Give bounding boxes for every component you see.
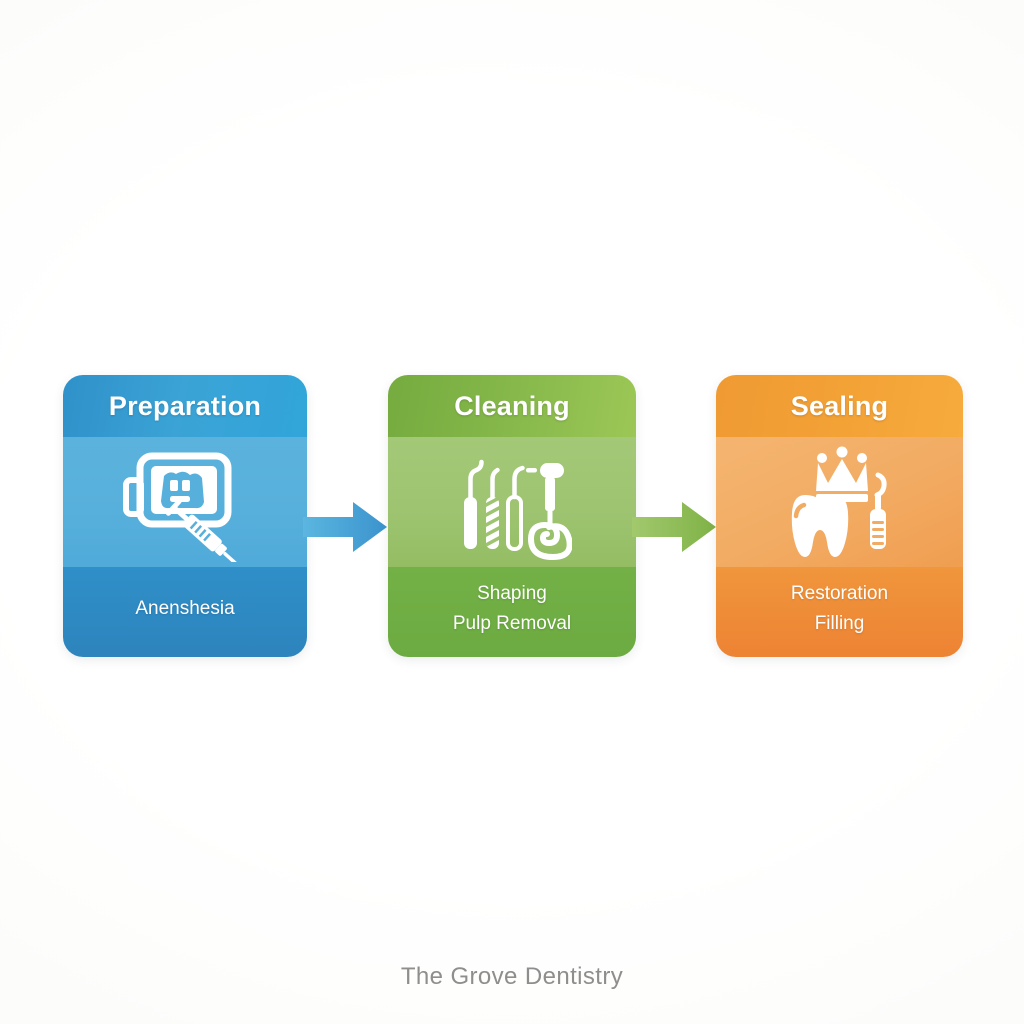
- flow-step-card-cleaning[interactable]: Cleaning: [388, 375, 636, 657]
- step-title: Sealing: [790, 390, 889, 421]
- step-subtitle-band: Anenshesia: [63, 567, 307, 657]
- brand-name: The Grove Dentistry: [400, 963, 624, 990]
- flow-step-card-sealing[interactable]: Sealing: [716, 375, 963, 657]
- step-subtitle-line: Shaping: [477, 583, 547, 604]
- step-subtitle-band: Restoration Filling: [716, 567, 963, 657]
- step-icon-band: [388, 437, 636, 567]
- process-flow: Preparation: [0, 375, 1024, 657]
- step-subtitle-line: Restoration: [790, 583, 889, 604]
- dental-xray-and-syringe-icon: [120, 442, 250, 562]
- step-title-band: Sealing: [716, 375, 963, 437]
- footer: The Grove Dentistry: [0, 963, 1024, 991]
- step-subtitle-line: Filling: [814, 613, 865, 634]
- step-icon-band: [716, 437, 963, 567]
- step-title-band: Preparation: [63, 375, 307, 437]
- connector-arrow-cleaning-to-sealing: [632, 498, 716, 556]
- step-title-band: Cleaning: [388, 375, 636, 437]
- step-title: Cleaning: [454, 390, 570, 421]
- step-subtitle-line: Anenshesia: [135, 598, 235, 619]
- crowned-tooth-and-instrument-icon: [780, 443, 900, 561]
- step-icon-band: [63, 437, 307, 567]
- dental-files-and-handpiece-icon: [452, 443, 572, 561]
- step-subtitle-line: Pulp Removal: [452, 613, 572, 634]
- flow-step-card-preparation[interactable]: Preparation: [63, 375, 307, 657]
- step-subtitle-band: Shaping Pulp Removal: [388, 567, 636, 657]
- connector-arrow-preparation-to-cleaning: [303, 498, 387, 556]
- step-title: Preparation: [108, 390, 262, 421]
